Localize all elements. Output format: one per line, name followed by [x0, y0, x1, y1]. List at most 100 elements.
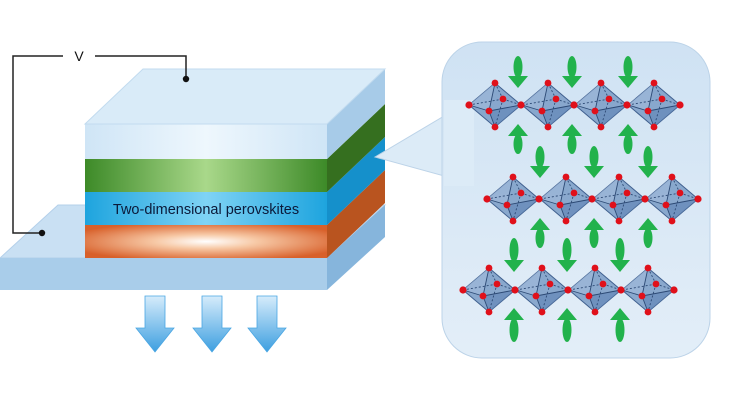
atom [617, 286, 625, 294]
dipole-arrow-down-icon [530, 146, 550, 178]
dipole-arrow-down-icon [504, 238, 524, 272]
atom [694, 195, 702, 203]
atom [644, 308, 652, 316]
atom [503, 201, 511, 209]
octahedron [539, 173, 593, 225]
atom [491, 123, 499, 131]
dipole-arrow-up-icon [584, 218, 604, 248]
atom [609, 201, 617, 209]
octahedron [627, 79, 681, 131]
octahedron [515, 264, 569, 316]
atom [662, 201, 670, 209]
atom [591, 107, 599, 115]
dipole-arrow-up-icon [508, 124, 528, 154]
dipole-arrow-up-icon [504, 308, 524, 342]
contact-dot-bottom [38, 229, 46, 237]
atom [588, 195, 596, 203]
atom [676, 101, 684, 109]
atom [615, 217, 623, 225]
emission-arrow-3-icon [247, 295, 287, 353]
dipole-arrow-down-icon [562, 56, 582, 88]
atom [517, 189, 525, 197]
dipole-arrow-down-icon [638, 146, 658, 178]
atom [465, 101, 473, 109]
orange-layer [85, 225, 327, 258]
atom [485, 264, 493, 272]
atom [509, 173, 517, 181]
atom [546, 280, 554, 288]
octahedron [568, 264, 622, 316]
octahedron [592, 173, 646, 225]
atom [644, 107, 652, 115]
atom [650, 79, 658, 87]
atom [459, 286, 467, 294]
dipole-arrow-up-icon [610, 308, 630, 342]
octahedron [486, 173, 540, 225]
atom [599, 280, 607, 288]
atom [564, 286, 572, 294]
atom [597, 79, 605, 87]
atom [641, 195, 649, 203]
atom [570, 101, 578, 109]
atom [605, 95, 613, 103]
atom [668, 217, 676, 225]
atom [668, 173, 676, 181]
perovskite-crystal-structure [459, 56, 702, 342]
atom [623, 189, 631, 197]
atom [658, 95, 666, 103]
octahedron [462, 264, 516, 316]
atom [638, 292, 646, 300]
dipole-arrow-down-icon [557, 238, 577, 272]
atom [556, 201, 564, 209]
octahedra-row-1 [465, 79, 684, 131]
dipole-arrow-up-icon [618, 124, 638, 154]
atom [650, 123, 658, 131]
atom [483, 195, 491, 203]
contact-dot-top [182, 75, 190, 83]
device-stack [83, 68, 387, 258]
octahedron [645, 173, 699, 225]
atom [652, 280, 660, 288]
atom [538, 308, 546, 316]
atom [585, 292, 593, 300]
atom [676, 189, 684, 197]
atom [493, 280, 501, 288]
atom [570, 189, 578, 197]
dipole-arrow-up-icon [562, 124, 582, 154]
atom [517, 101, 525, 109]
atom [479, 292, 487, 300]
atom [615, 173, 623, 181]
atom [544, 79, 552, 87]
atom [491, 79, 499, 87]
emission-arrow-2-icon [192, 295, 232, 353]
emission-arrows [135, 295, 287, 353]
atom [644, 264, 652, 272]
dipole-arrow-down-icon [584, 146, 604, 178]
dipole-arrow-up-icon [557, 308, 577, 342]
green-layer [85, 159, 327, 192]
blue-layer [85, 192, 327, 225]
octahedra-row-3 [459, 264, 678, 316]
atom [538, 264, 546, 272]
atom [544, 123, 552, 131]
emission-arrow-1-icon [135, 295, 175, 353]
atom [591, 264, 599, 272]
octahedron [521, 79, 575, 131]
circuit-wire [12, 55, 187, 234]
atom [509, 217, 517, 225]
atom [562, 173, 570, 181]
atom [670, 286, 678, 294]
atom [485, 107, 493, 115]
atom [532, 292, 540, 300]
atom [552, 95, 560, 103]
atom [511, 286, 519, 294]
top-electrode-layer [85, 124, 327, 159]
dipole-arrow-down-icon [610, 238, 630, 272]
atom [623, 101, 631, 109]
atom [591, 308, 599, 316]
octahedron [468, 79, 522, 131]
octahedra-row-2 [483, 173, 702, 225]
atom [597, 123, 605, 131]
dipole-arrow-down-icon [508, 56, 528, 88]
